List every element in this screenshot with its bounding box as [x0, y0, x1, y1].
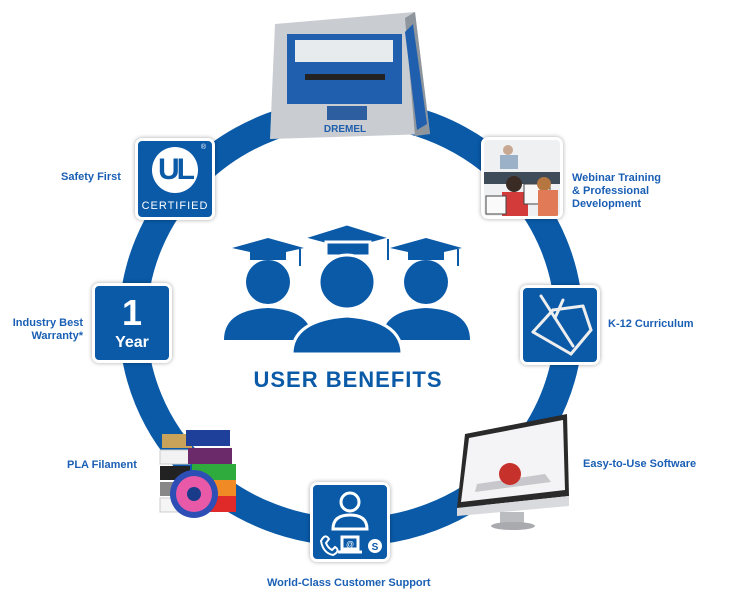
pla-filament-image — [150, 428, 245, 523]
certified-text: CERTIFIED — [141, 200, 209, 212]
k12-curriculum-badge — [520, 285, 600, 365]
software-monitor-image — [455, 412, 575, 532]
filament-spools-icon — [159, 430, 236, 518]
label-safety-first: Safety First — [61, 171, 121, 183]
label-k12-curriculum: K-12 Curriculum — [608, 318, 694, 330]
customer-support-badge: S @ — [310, 482, 390, 562]
label-line: Development — [572, 198, 642, 210]
label-line: Warranty* — [31, 330, 83, 342]
svg-text:S: S — [372, 542, 379, 553]
warranty-unit: Year — [115, 334, 149, 351]
warranty-number: 1 — [121, 292, 143, 333]
label-line: Industry Best — [12, 317, 83, 329]
label-world-class-customer-support: World-Class Customer Support — [267, 577, 431, 589]
3d-printer-icon: DREMEL — [270, 12, 430, 139]
ul-logo: UL — [152, 147, 198, 193]
ul-certified-badge: UL ® CERTIFIED — [135, 138, 215, 220]
printer-brand: DREMEL — [324, 124, 366, 135]
3d-printed-structure-icon — [531, 294, 593, 356]
graduates-icon — [224, 222, 470, 356]
label-line: & Professional — [572, 185, 650, 197]
registered-mark: ® — [200, 144, 206, 151]
label-pla-filament: PLA Filament — [67, 459, 137, 471]
label-line: Webinar Training — [572, 172, 662, 184]
label-webinar-training: Webinar Training & Professional Developm… — [572, 172, 661, 211]
svg-text:@: @ — [346, 540, 354, 549]
customer-support-icon: S @ — [319, 491, 382, 557]
label-industry-best-warranty: Industry Best Warranty* — [10, 317, 83, 343]
page-title: USER BENEFITS — [253, 367, 443, 392]
classroom-icon — [484, 140, 560, 216]
label-easy-to-use-software: Easy-to-Use Software — [583, 458, 697, 470]
webinar-classroom-photo — [481, 137, 563, 219]
monitor-icon — [457, 414, 569, 530]
warranty-badge: 1 Year — [92, 283, 172, 363]
graduates-group-icon — [222, 222, 472, 362]
printer-image: DREMEL — [265, 4, 435, 144]
